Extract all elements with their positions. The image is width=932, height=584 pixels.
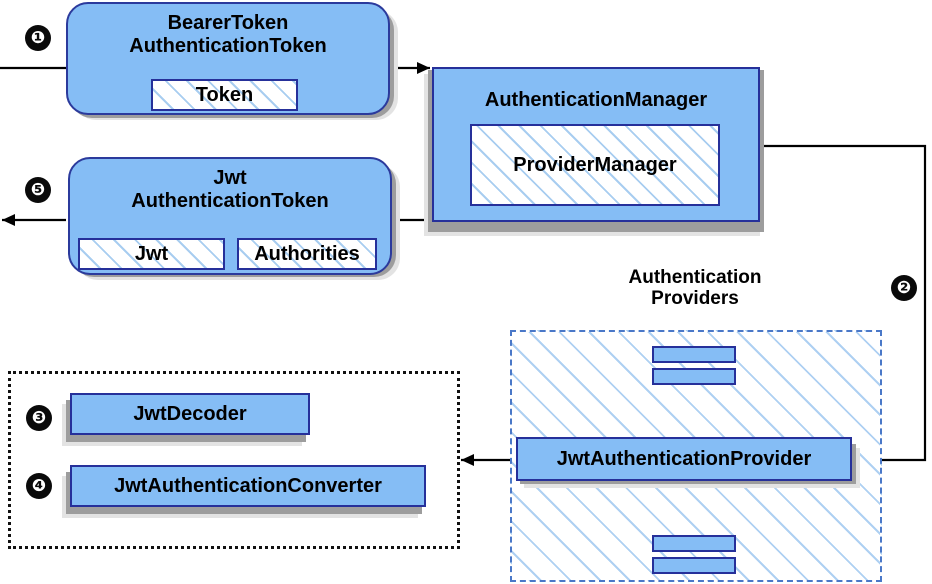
badge-step-1: ❶ — [25, 25, 51, 51]
jwt-decoder-node[interactable]: JwtDecoder — [70, 393, 310, 435]
jwt-token-title-line2: AuthenticationToken — [131, 189, 329, 212]
bearer-token-title: BearerToken AuthenticationToken — [129, 12, 326, 57]
jwt-support-group — [8, 371, 460, 549]
authentication-providers-caption-line1: Authentication — [628, 267, 762, 288]
authentication-providers-caption: Authentication Providers — [600, 267, 790, 310]
badge-step-3: ❸ — [26, 405, 52, 431]
jwt-token-title: Jwt AuthenticationToken — [131, 167, 328, 212]
badge-step-2: ❷ — [891, 275, 917, 301]
jwt-token-title-line1: Jwt — [213, 167, 247, 189]
authorities-label: Authorities — [254, 242, 360, 265]
provider-bar-top-2 — [652, 368, 736, 385]
provider-manager-label: ProviderManager — [513, 153, 677, 176]
token-box[interactable]: Token — [151, 79, 298, 111]
token-label: Token — [195, 83, 254, 106]
provider-bar-bottom-2 — [652, 557, 736, 574]
badge-step-5: ❺ — [25, 177, 51, 203]
provider-bar-bottom-1 — [652, 535, 736, 552]
authentication-manager-label: AuthenticationManager — [484, 89, 708, 111]
jwt-authentication-converter-label: JwtAuthenticationConverter — [114, 474, 382, 497]
jwt-label: Jwt — [134, 242, 169, 265]
authentication-providers-caption-line2: Providers — [651, 288, 739, 310]
provider-bar-top-1 — [652, 346, 736, 363]
jwt-box[interactable]: Jwt — [78, 238, 225, 270]
bearer-token-title-line2: AuthenticationToken — [129, 34, 327, 57]
bearer-token-title-line1: BearerToken — [167, 12, 289, 34]
jwt-authentication-converter-node[interactable]: JwtAuthenticationConverter — [70, 465, 426, 507]
authorities-box[interactable]: Authorities — [237, 238, 377, 270]
provider-manager-box[interactable]: ProviderManager — [470, 124, 720, 206]
jwt-decoder-label: JwtDecoder — [133, 402, 247, 425]
badge-step-4: ❹ — [26, 473, 52, 499]
jwt-authentication-provider-label: JwtAuthenticationProvider — [556, 447, 812, 470]
jwt-authentication-provider-node[interactable]: JwtAuthenticationProvider — [516, 437, 852, 481]
